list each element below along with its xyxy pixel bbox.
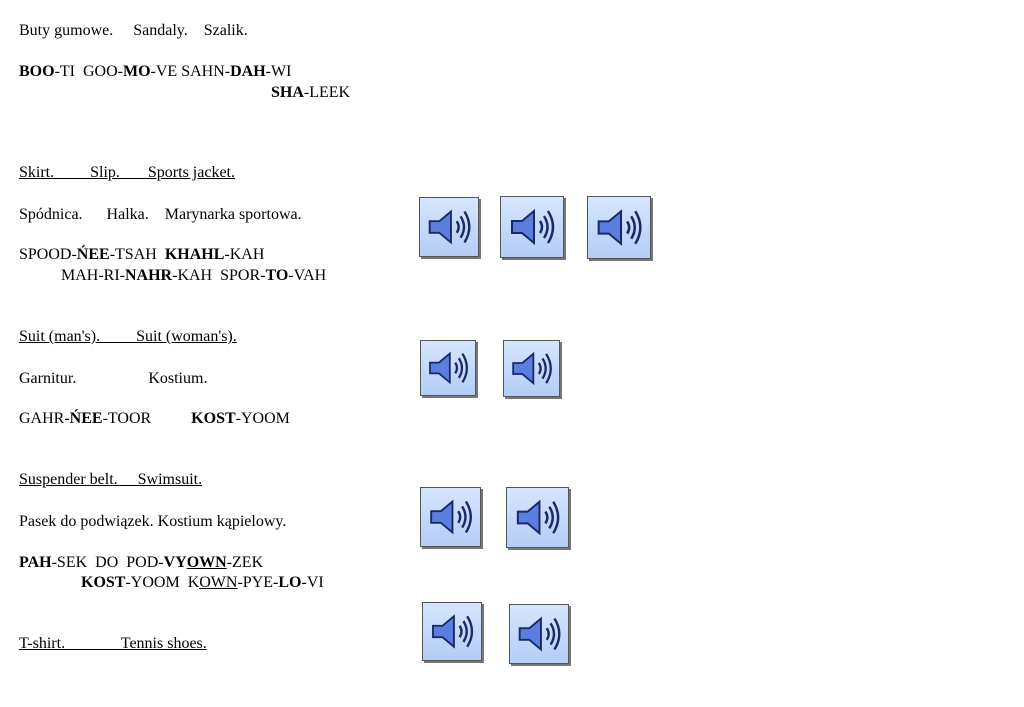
pron-segment: NAHR bbox=[125, 267, 173, 284]
english-skirt-slip-jacket: Skirt. Slip. Sports jacket. bbox=[19, 164, 235, 181]
pron-segment: -KAH bbox=[224, 246, 265, 263]
pron-segment: OWN bbox=[199, 574, 238, 591]
pron-segment: -ZEK bbox=[226, 554, 264, 571]
pron-segment: -KAH SPOR- bbox=[172, 267, 266, 284]
pron-segment: -LEEK bbox=[303, 84, 351, 101]
english-suits: Suit (man's). Suit (woman's). bbox=[19, 328, 237, 345]
play-kostium-kapielowy-button[interactable] bbox=[506, 487, 569, 548]
pron-segment: KOST bbox=[81, 574, 126, 591]
pron-scarf: SHA-LEEK bbox=[271, 84, 350, 102]
play-tshirt-button[interactable] bbox=[422, 602, 482, 661]
play-garnitur-button[interactable] bbox=[420, 340, 476, 396]
play-spodnica-button[interactable] bbox=[419, 197, 479, 257]
pron-segment: -TSAH bbox=[109, 246, 165, 263]
pron-segment: VY bbox=[163, 554, 187, 571]
pron-segment: -VI bbox=[301, 574, 324, 591]
pron-segment: -YOOM K bbox=[125, 574, 200, 591]
polish-suits: Garnitur. Kostium. bbox=[19, 370, 208, 387]
pron-suspender: PAH-SEK DO POD-VYOWN-ZEK bbox=[19, 554, 263, 572]
pron-segment: OWN bbox=[186, 554, 227, 571]
english-suspender-swimsuit: Suspender belt. Swimsuit. bbox=[19, 471, 203, 488]
pron-boots-sandals: BOO-TI GOO-MO-VE SAHN-DAH-WI bbox=[19, 63, 291, 81]
pron-segment: -VAH bbox=[288, 267, 327, 284]
pron-segment: -PYE- bbox=[237, 574, 279, 591]
english-tshirt-tennis: T-shirt. Tennis shoes. bbox=[19, 635, 207, 652]
pron-suits: GAHR-ŃEE-TOOR KOST-YOOM bbox=[19, 410, 290, 428]
pron-skirt-slip: SPOOD-ŃEE-TSAH KHAHL-KAH bbox=[19, 246, 264, 264]
pron-segment: SPOOD- bbox=[19, 246, 77, 263]
play-halka-button[interactable] bbox=[500, 196, 564, 258]
pron-segment: PAH bbox=[19, 554, 52, 571]
polish-boots-sandals-scarf: Buty gumowe. Sandaly. Szalik. bbox=[19, 22, 248, 39]
pron-jacket: MAH-RI-NAHR-KAH SPOR-TO-VAH bbox=[61, 267, 326, 285]
pron-segment: -VE SAHN- bbox=[150, 63, 231, 80]
pron-segment: -TOOR bbox=[102, 410, 192, 427]
play-tennis-shoes-button[interactable] bbox=[509, 604, 569, 664]
pron-segment: -WI bbox=[265, 63, 292, 80]
play-marynarka-button[interactable] bbox=[587, 196, 651, 259]
pron-swimsuit: KOST-YOOM KOWN-PYE-LO-VI bbox=[81, 574, 324, 592]
pron-segment: -YOOM bbox=[235, 410, 290, 427]
pron-segment: ŃEE bbox=[76, 246, 110, 263]
pron-segment: ŃEE bbox=[69, 410, 103, 427]
pron-segment: MO bbox=[122, 63, 151, 80]
pron-segment: BOO bbox=[19, 63, 55, 80]
pron-segment: GAHR- bbox=[19, 410, 70, 427]
play-kostium-button[interactable] bbox=[503, 340, 560, 397]
pron-segment: SHA bbox=[271, 84, 304, 101]
pron-segment: DAH bbox=[230, 63, 266, 80]
pron-segment: -SEK DO POD- bbox=[51, 554, 164, 571]
pron-segment: LO bbox=[278, 574, 302, 591]
polish-skirt-slip-jacket: Spódnica. Halka. Marynarka sportowa. bbox=[19, 206, 302, 223]
pron-segment: TO bbox=[265, 267, 289, 284]
pron-segment: KHAHL bbox=[164, 246, 225, 263]
pron-segment: -TI GOO- bbox=[54, 63, 123, 80]
pron-segment: MAH-RI- bbox=[61, 267, 125, 284]
play-pasek-button[interactable] bbox=[420, 487, 481, 547]
polish-suspender-swimsuit: Pasek do podwiązek. Kostium kąpielowy. bbox=[19, 513, 287, 530]
pron-segment: KOST bbox=[191, 410, 236, 427]
